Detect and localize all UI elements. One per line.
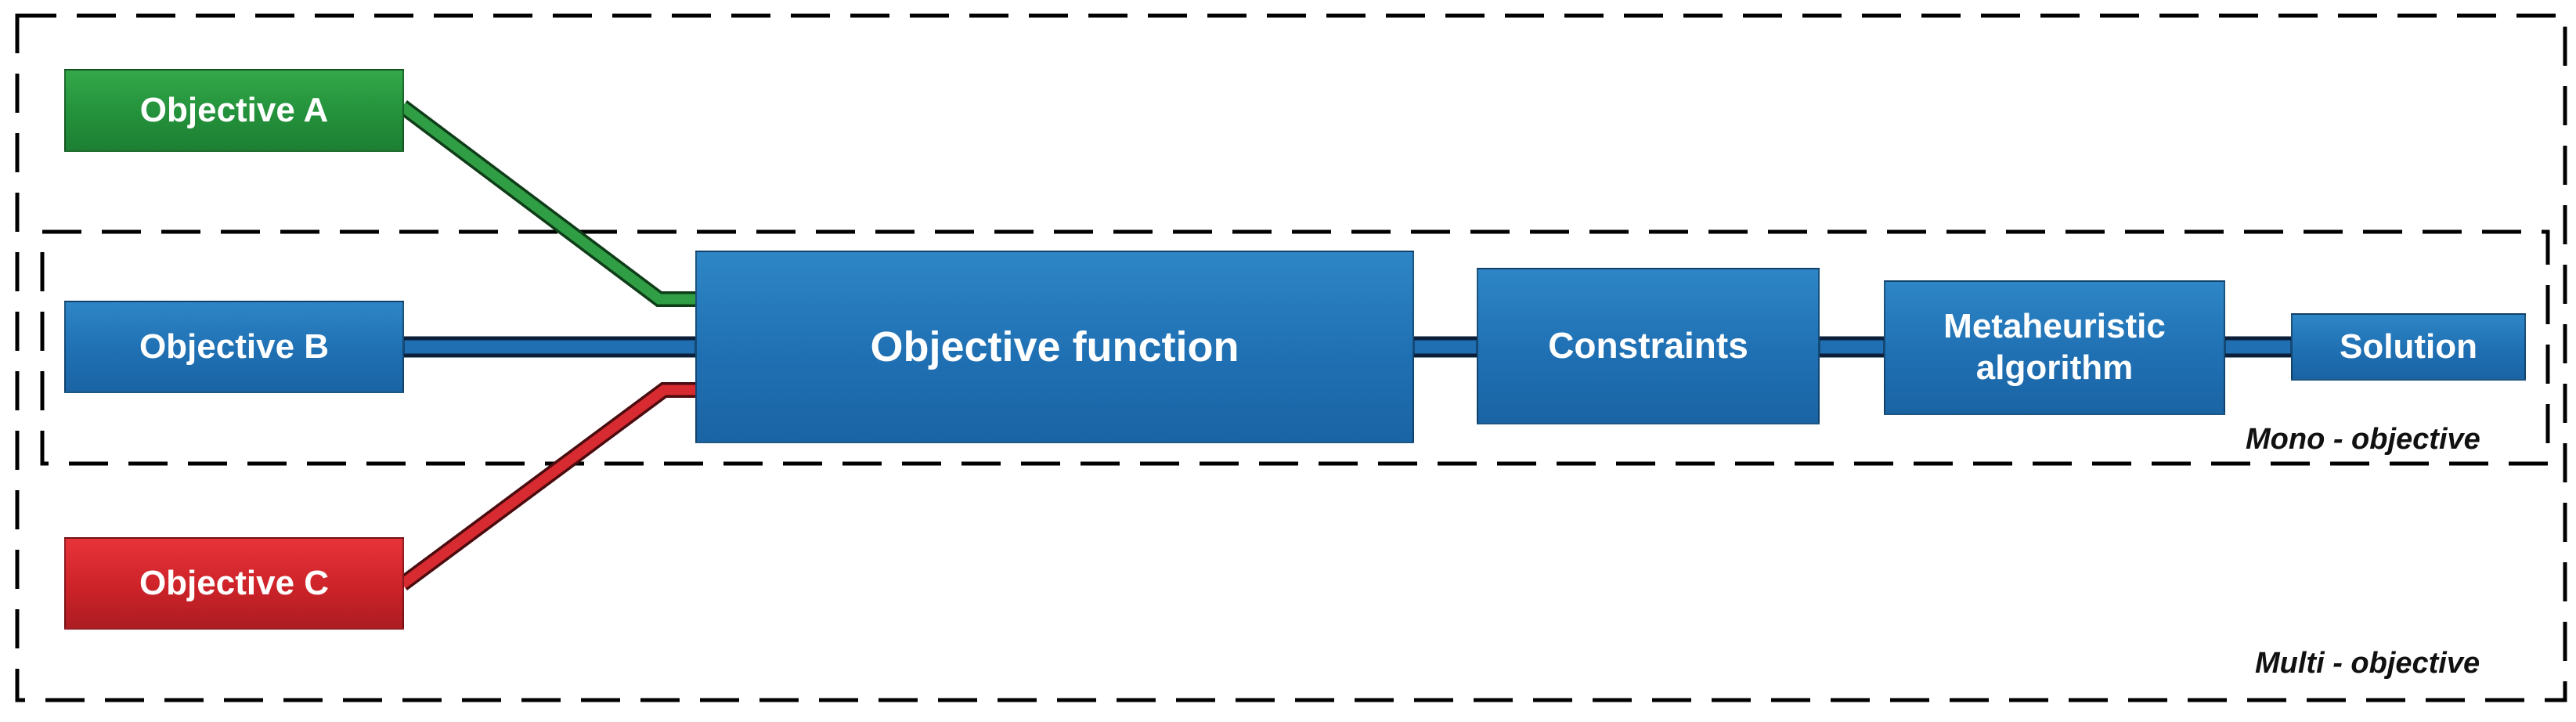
connector-b — [400, 336, 699, 358]
objective-function-box: Objective function — [695, 251, 1414, 443]
multi-objective-label: Multi - objective — [2255, 647, 2480, 680]
metaheuristic-algorithm-box: Metaheuristic algorithm — [1884, 280, 2225, 415]
mono-objective-boundary — [40, 229, 2550, 466]
objective-b-label: Objective B — [139, 327, 330, 366]
objective-a-label: Objective A — [139, 90, 329, 129]
constraints-label: Constraints — [1548, 325, 1748, 366]
multi-objective-boundary — [15, 13, 2567, 702]
connector-c — [399, 384, 695, 589]
metaheuristic-label-line-2: algorithm — [1975, 348, 2134, 387]
objective-a-box: Objective A — [64, 69, 404, 152]
solution-label: Solution — [2340, 327, 2477, 366]
constraints-box: Constraints — [1477, 268, 1820, 424]
objective-c-box: Objective C — [64, 537, 404, 630]
metaheuristic-label-line-1: Metaheuristic — [1943, 307, 2166, 346]
connector-meta-solution — [2221, 336, 2295, 358]
objective-function-label: Objective function — [870, 323, 1239, 370]
connector-fn-constraints — [1410, 336, 1481, 358]
mono-objective-label: Mono - objective — [2246, 423, 2480, 456]
connector-a — [399, 102, 695, 305]
connector-constraints-meta — [1816, 336, 1888, 358]
objective-b-box: Objective B — [64, 301, 404, 393]
solution-box: Solution — [2291, 313, 2526, 381]
objective-c-label: Objective C — [139, 563, 330, 602]
